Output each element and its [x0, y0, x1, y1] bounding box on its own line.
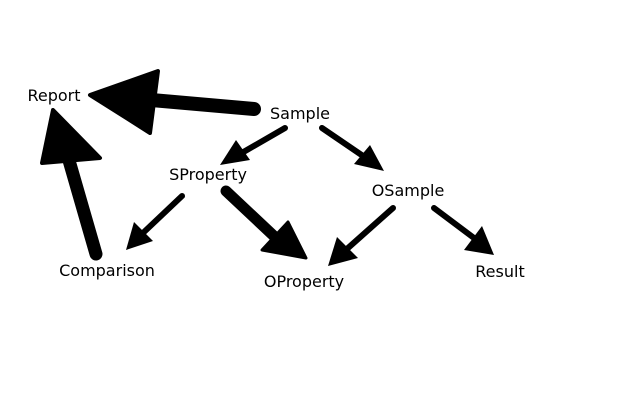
edge-sample-report	[88, 69, 261, 135]
node-sample: Sample	[270, 104, 330, 123]
edge-sample-osample	[319, 125, 384, 171]
node-comparison: Comparison	[59, 261, 155, 280]
edge-osample-result	[431, 205, 494, 255]
node-sproperty: SProperty	[169, 165, 247, 184]
edge-sample-sproperty	[220, 125, 288, 165]
edge-comparison-report	[40, 108, 103, 261]
edge-osample-oproperty	[328, 205, 396, 266]
node-oproperty: OProperty	[263, 272, 345, 291]
node-osample: OSample	[371, 181, 445, 200]
edge-sproperty-oproperty	[220, 185, 308, 260]
node-report: Report	[27, 86, 81, 105]
edge-sproperty-comparison	[126, 193, 185, 250]
node-result: Result	[475, 262, 525, 281]
